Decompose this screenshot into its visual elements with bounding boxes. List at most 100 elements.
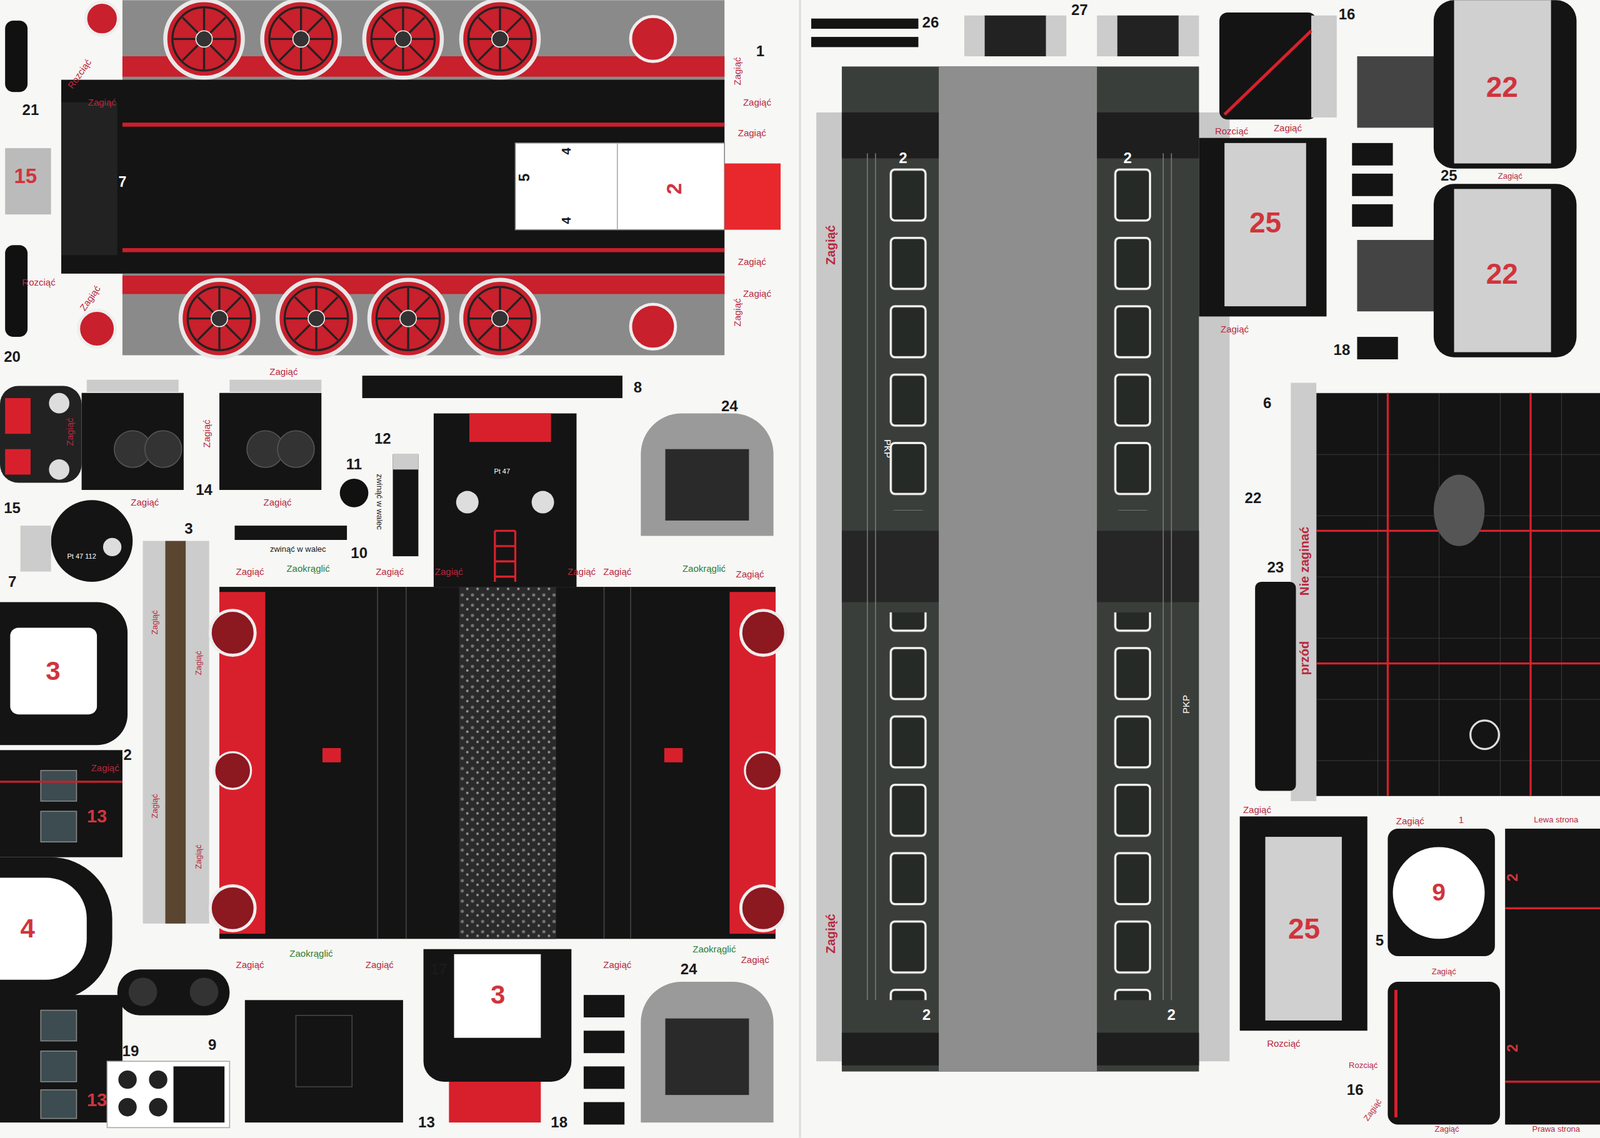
- callout-number: 2: [1505, 1043, 1520, 1052]
- callout-number: 4: [560, 147, 573, 155]
- fold-instruction: Zagiąć: [65, 417, 75, 446]
- callout-number: 19: [122, 1043, 140, 1059]
- fold-instruction: Rozciąć: [1266, 1038, 1300, 1048]
- fold-instruction: Zagiąć: [603, 959, 632, 969]
- fold-instruction: Zaokrąglić: [286, 563, 330, 574]
- callout-number: 3: [490, 981, 505, 1009]
- fold-instruction: Zagiąć: [193, 845, 202, 870]
- fold-instruction: Zagiąć: [91, 762, 120, 772]
- fold-instruction: Zagiąć: [269, 366, 298, 377]
- callout-number: 7: [118, 174, 127, 189]
- callout-number: 22: [1486, 72, 1519, 102]
- fold-instruction: Zagiąć: [201, 419, 211, 448]
- callout-number: 5: [517, 173, 532, 182]
- fold-instruction: Nie zaginać: [1298, 526, 1311, 596]
- callout-number: 8: [633, 380, 642, 395]
- callout-number: 18: [550, 1115, 568, 1130]
- callout-number: 2: [898, 150, 907, 166]
- fold-instruction: Zagiąć: [365, 959, 394, 969]
- callout-number: 26: [922, 15, 940, 30]
- fold-instruction: Zagiąć: [603, 566, 632, 577]
- callout-number: 24: [721, 398, 739, 414]
- fold-instruction: Zagiąć: [193, 651, 202, 676]
- callout-number: 2: [1505, 873, 1520, 882]
- callout-number: 16: [1338, 6, 1356, 22]
- callout-number: 16: [1346, 1082, 1364, 1098]
- callout-number: 3: [184, 521, 193, 537]
- fold-instruction: Zagiąć: [743, 288, 772, 298]
- fold-instruction: Zagiąć: [1431, 967, 1457, 976]
- fold-instruction: Zaokrąglić: [682, 563, 726, 574]
- fold-instruction: zwinąć w walec: [375, 473, 384, 530]
- callout-number: 21: [22, 102, 40, 118]
- callout-number: 2: [1123, 150, 1132, 166]
- callout-number: 4: [20, 915, 35, 942]
- callout-number: 2: [663, 183, 684, 195]
- fold-instruction: Pt 47 112: [66, 552, 96, 560]
- fold-instruction: Zagiąć: [88, 97, 117, 107]
- fold-instruction: Zagiąć: [1243, 804, 1272, 814]
- callout-number: 13: [86, 807, 107, 826]
- callout-number: 24: [680, 961, 698, 977]
- callout-number: 5: [1375, 933, 1384, 949]
- callout-number: 2: [922, 1007, 931, 1023]
- fold-instruction: Zagiąć: [731, 298, 742, 327]
- fold-instruction: PKP: [1181, 695, 1191, 714]
- callout-number: 13: [86, 1091, 107, 1110]
- callout-number: 9: [1431, 879, 1446, 904]
- fold-instruction: Zagiąć: [1498, 171, 1523, 180]
- fold-instruction: Rozciąć: [1215, 125, 1249, 135]
- callout-number: 12: [374, 431, 392, 447]
- fold-instruction: Rozciąć: [21, 276, 55, 287]
- callout-number: 11: [346, 456, 362, 472]
- callout-number: 13: [418, 1115, 435, 1130]
- fold-instruction: PKP: [883, 439, 893, 459]
- fold-instruction: Zagiąć: [1435, 1124, 1460, 1133]
- fold-instruction: Prawa strona: [1531, 1124, 1580, 1133]
- fold-instruction: Rozciąć: [1348, 1061, 1378, 1070]
- fold-instruction: Zagiąć: [1396, 815, 1425, 825]
- callout-number: 2: [1167, 1007, 1176, 1023]
- callout-number: 7: [8, 574, 17, 590]
- fold-instruction: Zagiąć: [741, 954, 770, 964]
- fold-instruction: Zagiąć: [824, 225, 837, 265]
- fold-instruction: Zagiąć: [824, 913, 837, 954]
- fold-instruction: Zagiąć: [738, 256, 767, 266]
- fold-instruction: przód: [1298, 641, 1311, 675]
- fold-instruction: Zagiąć: [1273, 123, 1302, 133]
- callout-number: 14: [195, 482, 213, 498]
- fold-instruction: Zagiąć: [735, 568, 764, 579]
- fold-instruction: zwinąć w walec: [270, 545, 327, 554]
- fold-instruction: Zagiąć: [263, 497, 292, 507]
- fold-instruction: Zagiąć: [743, 97, 772, 107]
- callout-number: 9: [208, 1037, 217, 1053]
- fold-instruction: Zagiąć: [130, 497, 159, 507]
- callout-number: 18: [1333, 342, 1351, 358]
- fold-instruction: Zaokrąglić: [692, 944, 736, 954]
- fold-instruction: Zagiąć: [150, 793, 159, 819]
- fold-instruction: Zagiąć: [738, 128, 767, 138]
- callout-number: 10: [350, 545, 368, 561]
- callout-number: 22: [1245, 490, 1262, 506]
- fold-instruction: Lewa strona: [1533, 815, 1579, 824]
- callout-number: 20: [3, 349, 21, 365]
- fold-instruction: Zagiąć: [235, 959, 264, 969]
- callout-number: 17: [430, 961, 448, 977]
- callout-number: 15: [3, 500, 21, 516]
- fold-instruction: Zagiąć: [235, 566, 264, 577]
- callout-number: 25: [1249, 208, 1282, 237]
- callout-number: 15: [13, 165, 37, 186]
- fold-instruction: Zagiąć: [567, 566, 596, 577]
- fold-instruction: Zaokrąglić: [289, 948, 333, 958]
- callout-number: 22: [1486, 259, 1519, 289]
- fold-instruction: Zagiąć: [731, 57, 742, 86]
- callout-number: 27: [1071, 2, 1089, 18]
- callout-number: 4: [560, 216, 573, 224]
- callout-number: 1: [1458, 815, 1464, 825]
- fold-instruction: Zagiąć: [150, 610, 159, 635]
- callout-number: 6: [1263, 395, 1272, 411]
- fold-instruction: Zagiąć: [1220, 323, 1249, 334]
- callout-number: 1: [756, 43, 765, 59]
- callout-number: 3: [45, 658, 60, 685]
- callout-number: 25: [1288, 914, 1320, 944]
